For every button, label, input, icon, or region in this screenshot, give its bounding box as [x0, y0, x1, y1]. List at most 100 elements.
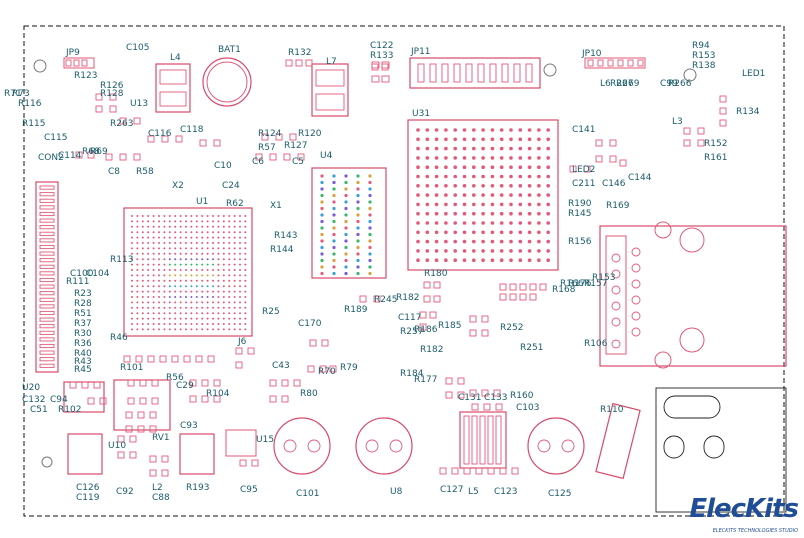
- designator-label: R73: [12, 89, 30, 99]
- mount-hole: [41, 456, 53, 468]
- designator-label: R126: [100, 81, 124, 91]
- designator-label: R124: [258, 129, 282, 139]
- con2-pins: [39, 185, 55, 368]
- designator-label: R257: [400, 327, 423, 337]
- designator-label: C131: [458, 393, 481, 403]
- designator-label: R251: [520, 343, 543, 353]
- designator-label: C118: [180, 125, 204, 135]
- designator-label: R25: [262, 307, 280, 317]
- designator-label: C29: [176, 381, 194, 391]
- designator-label: C132: [22, 395, 45, 405]
- designator-label: U13: [130, 99, 148, 109]
- designator-label: C119: [76, 493, 100, 503]
- designator-label: C100: [70, 269, 94, 279]
- designator-label: C95: [240, 485, 258, 495]
- mount-hole: [683, 68, 697, 82]
- designator-label: L5: [468, 487, 479, 497]
- designator-label: R182: [396, 293, 419, 303]
- designator-label: R177: [414, 375, 437, 385]
- designator-label: R57: [258, 143, 276, 153]
- designator-label: R189: [344, 305, 368, 315]
- designator-label: U15: [256, 435, 274, 445]
- designator-label: R94: [692, 41, 710, 51]
- designator-label: U8: [390, 487, 403, 497]
- designator-label: R40: [74, 349, 92, 359]
- designator-label: C117: [398, 313, 421, 323]
- designator-label: C116: [148, 129, 172, 139]
- designator-label: R134: [736, 107, 760, 117]
- designator-label: R70: [318, 367, 336, 377]
- designator-label: C94: [50, 395, 68, 405]
- designator-label: R182: [420, 345, 443, 355]
- designator-label: R144: [270, 245, 294, 255]
- designator-label: C5: [292, 157, 304, 167]
- designator-label: C104: [86, 269, 110, 279]
- designator-label: R161: [704, 153, 727, 163]
- designator-label: R127: [284, 141, 307, 151]
- designator-label: R269: [616, 79, 640, 89]
- inductor-l5: [355, 417, 413, 475]
- designator-label: U31: [412, 109, 430, 119]
- designator-label: R128: [100, 89, 124, 99]
- designator-label: C126: [76, 483, 100, 493]
- designator-label: L7: [326, 57, 337, 67]
- designator-label: R123: [74, 71, 97, 81]
- designator-label: U4: [320, 151, 333, 161]
- capacitor-c119: [527, 417, 585, 475]
- designator-label: BAT1: [218, 45, 241, 55]
- designator-label: R263: [110, 119, 133, 129]
- designator-label: R110: [600, 405, 624, 415]
- designator-label: R132: [288, 48, 311, 58]
- small-components: [69, 59, 727, 477]
- designator-label: R116: [18, 99, 42, 109]
- designator-label: R169: [606, 201, 630, 211]
- designator-label: R138: [692, 61, 716, 71]
- bga-package-u31: [407, 119, 559, 271]
- designator-label: J6: [237, 337, 247, 347]
- designator-label: R152: [704, 139, 727, 149]
- designator-label: C24: [222, 181, 240, 191]
- board-outline: [23, 25, 785, 517]
- designator-label: RV1: [152, 433, 170, 443]
- designator-label: R186: [414, 325, 438, 335]
- designator-label: R104: [206, 389, 230, 399]
- designator-label: C211: [572, 179, 595, 189]
- designator-label: C141: [572, 125, 595, 135]
- designator-label: C103: [516, 403, 539, 413]
- designator-label: R37: [74, 319, 92, 329]
- designator-label: R101: [120, 363, 143, 373]
- designator-label: C8: [108, 167, 120, 177]
- designator-label: C133: [484, 393, 507, 403]
- designator-label: U10: [108, 441, 126, 451]
- designator-label: L4: [170, 53, 181, 63]
- designator-label: R36: [74, 339, 92, 349]
- designator-label: R80: [300, 389, 318, 399]
- designator-label: JP10: [581, 49, 602, 59]
- designator-label: C127: [440, 485, 463, 495]
- designator-label: C123: [494, 487, 517, 497]
- mount-hole: [33, 59, 47, 73]
- designator-label: C99: [660, 79, 678, 89]
- eleckits-logo: ElecKits ELECKITS TECHNOLOGIES STUDIO: [670, 494, 800, 534]
- designator-label: C101: [296, 489, 319, 499]
- designator-label: R175: [0, 0, 23, 3]
- designator-label: C122: [370, 41, 393, 51]
- designator-label: R166: [560, 279, 584, 289]
- designator-label: R252: [500, 323, 523, 333]
- designator-label: R153: [692, 51, 715, 61]
- designator-label: LED2: [572, 165, 595, 175]
- designator-label: C51: [30, 405, 48, 415]
- designator-label: R145: [568, 209, 591, 219]
- designator-label: C114: [58, 151, 82, 161]
- designator-label: C93: [180, 421, 198, 431]
- designator-label: X2: [172, 181, 184, 191]
- designator-label: R133: [370, 51, 393, 61]
- designator-label: R176: [568, 279, 592, 289]
- designator-label: L2: [152, 483, 163, 493]
- designator-label: R248: [0, 0, 24, 3]
- designator-label: C92: [116, 487, 134, 497]
- designator-label: L6: [600, 79, 611, 89]
- designator-label: R157: [584, 279, 607, 289]
- designator-label: R180: [424, 269, 448, 279]
